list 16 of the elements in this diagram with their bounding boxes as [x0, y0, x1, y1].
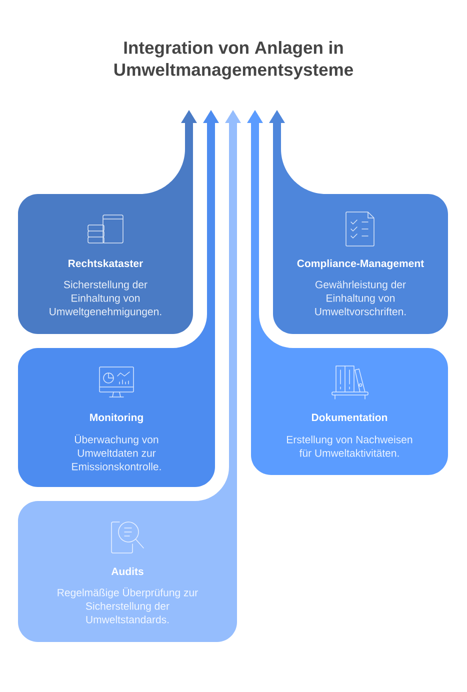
- arrow: [203, 110, 219, 314]
- arrow: [269, 110, 285, 149]
- box-heading: Audits: [111, 567, 144, 576]
- box-text: Überwachung von Umweltdaten zur Emissionskontrolle.: [72, 434, 161, 470]
- arrow: [181, 110, 197, 149]
- box-text: Regelmäßige Überprüfung zur Sicherstellung der Umweltstandards.: [58, 587, 198, 624]
- box-text: Gewährleistung der Einhaltung von Umweltvorschriften.: [315, 280, 406, 316]
- box-text: Erstellung von Nachweisen für Umweltaktivitäten.: [287, 436, 412, 457]
- box-heading: Rechtskataster: [68, 259, 143, 268]
- box-heading: Dokumentation: [312, 413, 388, 422]
- arrow: [225, 110, 241, 467]
- box-heading: Monitoring: [90, 413, 143, 424]
- arrow: [247, 110, 263, 314]
- title: Integration von Anlagen in Umweltmanagementsysteme: [114, 41, 353, 80]
- box-heading: Compliance-Management: [297, 259, 424, 270]
- box-text: Sicherstellung der Einhaltung von Umweltgenehmigungen.: [50, 280, 162, 318]
